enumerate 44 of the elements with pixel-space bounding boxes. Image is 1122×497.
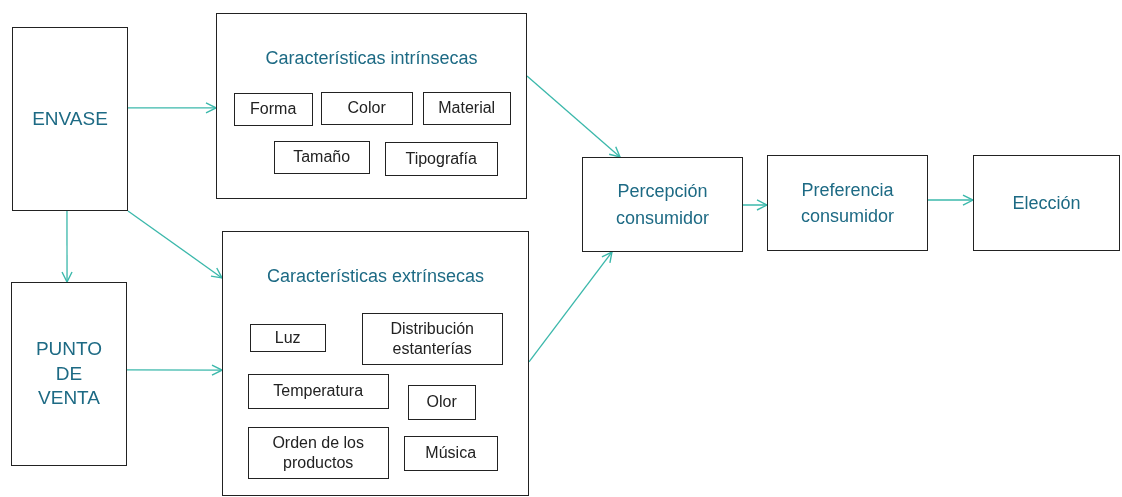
process-box [233,92,313,126]
box-label: Olor [426,392,457,413]
group-box [222,231,529,496]
process-box [361,312,503,365]
process-box [403,435,498,471]
process-box [12,27,128,211]
box-label: PUNTO DE VENTA [34,336,104,411]
box-label: Tamaño [293,147,351,168]
box-label: Temperatura [273,381,364,402]
box-label: Preferencia consumidor [799,178,895,228]
arrow [927,194,974,206]
arrow [528,251,613,363]
process-box [247,426,389,479]
box-label: Luz [274,327,301,348]
arrow [61,210,73,283]
process-box [249,323,326,352]
process-box [973,155,1120,251]
process-box [767,155,928,251]
box-label: Percepción consumidor [614,180,710,230]
arrow [127,102,217,114]
process-box [247,373,389,409]
group-heading: Características extrínsecas [266,266,485,287]
process-box [11,282,127,466]
box-label: Tipografía [405,148,477,169]
box-label: Material [438,98,496,119]
arrow [742,199,768,211]
arrow [526,75,621,158]
arrow [127,210,223,279]
box-label: Distribución estanterías [389,318,475,359]
box-label: Forma [250,99,297,120]
process-box [320,91,413,125]
process-box [273,140,370,174]
group-box [216,13,527,199]
box-label: Música [425,443,477,464]
process-box [407,384,476,420]
process-box [384,141,498,176]
box-label: ENVASE [32,106,108,131]
arrow [126,364,223,376]
process-box [582,157,743,252]
process-box [422,91,511,125]
group-heading: Características intrínsecas [265,48,478,69]
box-label: Color [347,98,386,119]
box-label: Elección [1012,191,1081,215]
box-label: Orden de los productos [271,432,365,473]
